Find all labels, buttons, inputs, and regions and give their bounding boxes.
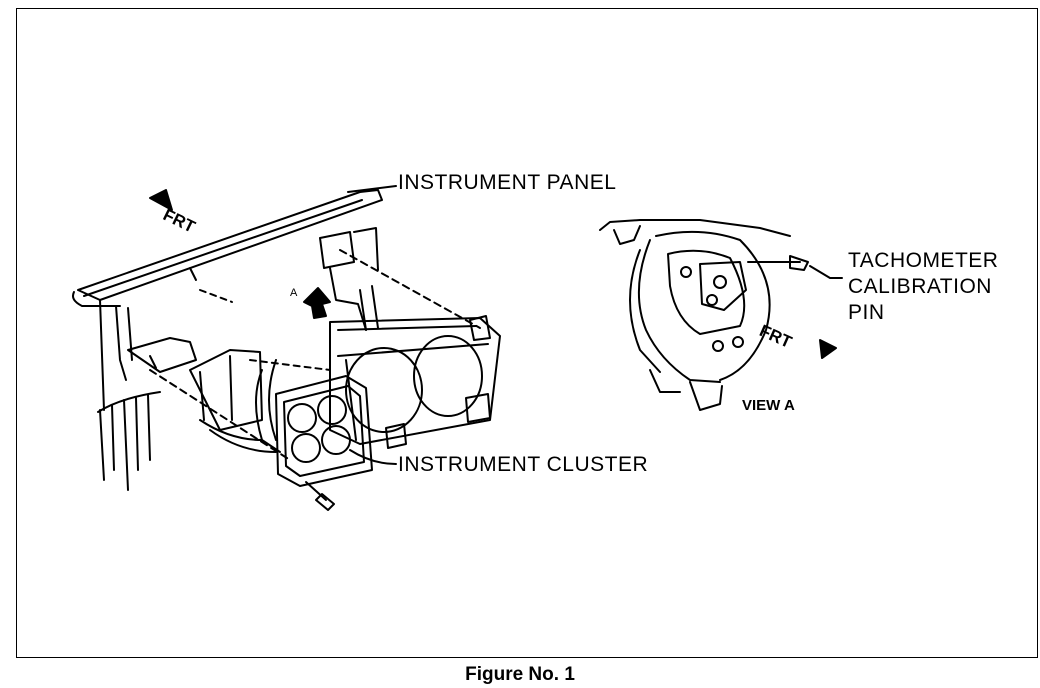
callout-a-label: A [290, 287, 298, 299]
calibration-label: CALIBRATION [848, 275, 992, 298]
instrument-panel-label: INSTRUMENT PANEL [398, 171, 617, 194]
leader-lines-left [347, 185, 397, 465]
pin-label: PIN [848, 301, 885, 324]
front-arrow-right [819, 339, 837, 359]
view-a-label: VIEW A [742, 397, 795, 414]
instrument-cluster-drawing [199, 315, 501, 511]
instrument-cluster-label: INSTRUMENT CLUSTER [398, 453, 649, 476]
tachometer-label: TACHOMETER [848, 249, 999, 272]
front-arrow-left [149, 189, 173, 211]
callout-arrow-a [303, 287, 331, 319]
view-a-drawing [599, 219, 843, 411]
figure-frame [16, 8, 1038, 658]
figure-caption: Figure No. 1 [465, 664, 575, 685]
instrument-panel-drawing [72, 189, 481, 491]
